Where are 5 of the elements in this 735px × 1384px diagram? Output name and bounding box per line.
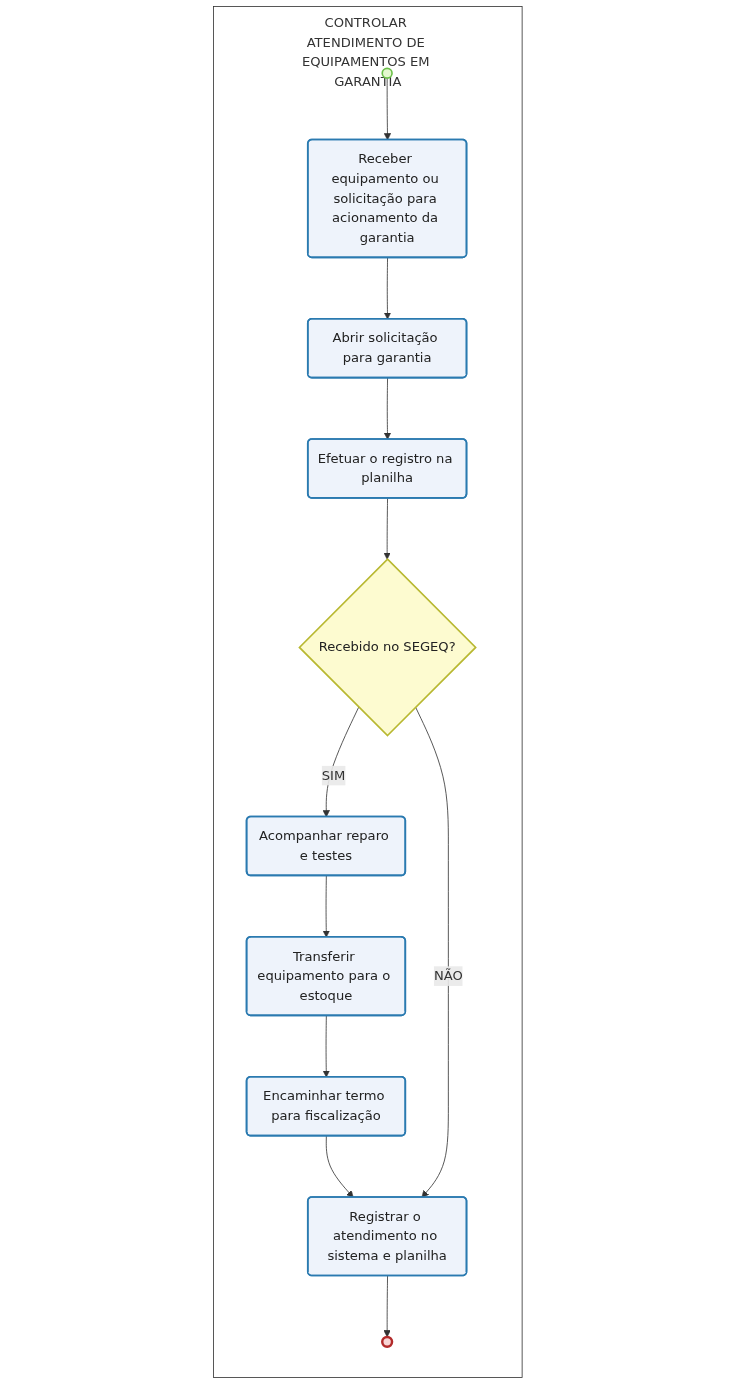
node-circle [380,1335,393,1348]
node-circle [381,67,393,79]
node-diamond: Recebido no SEGEQ? [297,558,477,737]
edge-label: SIM [321,767,345,783]
edge-label: NÃO [433,967,463,984]
